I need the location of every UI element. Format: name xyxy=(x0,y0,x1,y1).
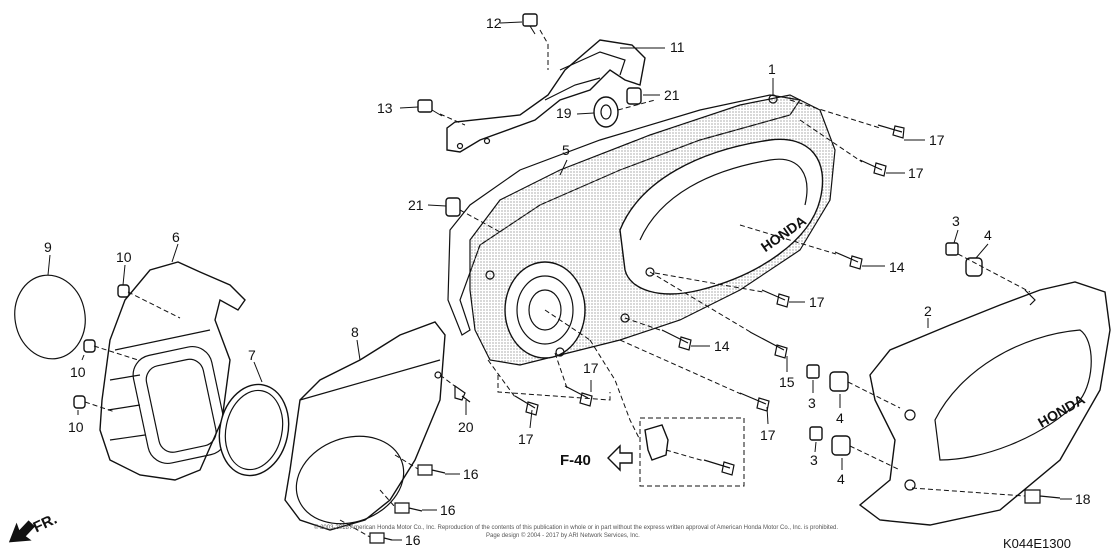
bolt-part-18[interactable] xyxy=(1024,489,1061,504)
callout-17-c[interactable]: 17 xyxy=(809,294,825,310)
grommet-part-10-a[interactable] xyxy=(117,284,130,298)
callout-3-a[interactable]: 3 xyxy=(952,213,960,229)
callout-14-a[interactable]: 14 xyxy=(889,259,905,275)
damper-part-4-b[interactable] xyxy=(829,371,849,392)
bolt-part-15[interactable] xyxy=(749,331,788,359)
callout-11[interactable]: 11 xyxy=(670,39,685,55)
f40-reference-box[interactable] xyxy=(639,417,745,487)
bolt-part-17-d[interactable] xyxy=(564,385,593,407)
collar-part-3-a[interactable] xyxy=(945,242,959,256)
damper-part-4-c[interactable] xyxy=(831,435,851,456)
collar-part-3-c[interactable] xyxy=(809,426,823,441)
copyright-line-1: © 2003-2018 American Honda Motor Co., In… xyxy=(314,524,838,531)
figure-code: K044E1300 xyxy=(1003,536,1071,551)
callout-17-d[interactable]: 17 xyxy=(583,360,599,376)
callout-6[interactable]: 6 xyxy=(172,229,180,245)
callout-17-b[interactable]: 17 xyxy=(908,165,924,181)
front-direction-arrow: FR. xyxy=(8,511,60,543)
bolt-part-17-f[interactable] xyxy=(739,392,770,412)
damper-part-4-a[interactable] xyxy=(965,257,983,277)
o-ring-part-9[interactable] xyxy=(8,270,92,365)
callout-12[interactable]: 12 xyxy=(486,15,502,31)
callout-10-b[interactable]: 10 xyxy=(70,364,86,380)
callout-17-a[interactable]: 17 xyxy=(929,132,945,148)
bolt-part-17-c[interactable] xyxy=(761,289,790,308)
bolt-part-16-b[interactable] xyxy=(394,502,423,514)
callout-3-c[interactable]: 3 xyxy=(810,452,818,468)
callout-1[interactable]: 1 xyxy=(768,61,776,77)
seal-ring-part-7[interactable] xyxy=(211,378,297,482)
air-duct-part-8[interactable] xyxy=(284,321,446,538)
callout-2[interactable]: 2 xyxy=(924,303,932,319)
bolt-part-17-b[interactable] xyxy=(859,159,887,177)
dowel-part-21-left[interactable] xyxy=(445,197,461,217)
leader-lines xyxy=(47,21,1072,541)
grommet-part-10-b[interactable] xyxy=(83,339,96,353)
bolt-part-13[interactable] xyxy=(417,99,443,117)
f40-arrow[interactable]: F-40 xyxy=(560,444,633,472)
copyright-line-2: Page design © 2004 - 2017 by ARI Network… xyxy=(486,532,640,539)
callout-8[interactable]: 8 xyxy=(351,324,359,340)
callout-16-c[interactable]: 16 xyxy=(405,532,421,548)
callout-21-left[interactable]: 21 xyxy=(408,197,424,213)
bolt-part-16-a[interactable] xyxy=(417,464,446,476)
callout-5[interactable]: 5 xyxy=(562,142,570,158)
callout-15[interactable]: 15 xyxy=(779,374,795,390)
bearing-part-19[interactable] xyxy=(593,96,619,128)
callout-9[interactable]: 9 xyxy=(44,239,52,255)
callout-4-a[interactable]: 4 xyxy=(984,227,992,243)
callout-7[interactable]: 7 xyxy=(248,347,256,363)
front-label: FR. xyxy=(31,511,60,537)
bolt-part-17-e[interactable] xyxy=(514,395,539,416)
left-crankcase-cover-part-1[interactable]: HONDA xyxy=(469,94,836,366)
bolt-part-14-b[interactable] xyxy=(661,329,692,351)
callout-13[interactable]: 13 xyxy=(377,100,393,116)
page-reference-label[interactable]: F-40 xyxy=(560,452,591,469)
callout-19[interactable]: 19 xyxy=(556,105,572,121)
callout-3-b[interactable]: 3 xyxy=(808,395,816,411)
callout-20[interactable]: 20 xyxy=(458,419,474,435)
bolt-part-16-c[interactable] xyxy=(369,532,393,544)
callout-10-a[interactable]: 10 xyxy=(116,249,132,265)
assembly-lines xyxy=(84,29,1031,538)
callout-10-c[interactable]: 10 xyxy=(68,419,84,435)
callout-4-b[interactable]: 4 xyxy=(836,410,844,426)
callouts: 12 11 13 19 21 21 1 5 17 17 14 17 14 15 … xyxy=(44,15,1091,548)
side-cover-part-2[interactable]: HONDA xyxy=(858,281,1111,526)
dowel-part-21-top[interactable] xyxy=(626,87,642,105)
fan-cover-part-6[interactable] xyxy=(99,261,246,481)
callout-16-b[interactable]: 16 xyxy=(440,502,456,518)
bolt-part-14-a[interactable] xyxy=(834,251,863,270)
callout-14-b[interactable]: 14 xyxy=(714,338,730,354)
callout-4-c[interactable]: 4 xyxy=(837,471,845,487)
callout-17-e[interactable]: 17 xyxy=(518,431,534,447)
bolt-part-17-a[interactable] xyxy=(877,124,905,139)
grommet-part-10-c[interactable] xyxy=(73,395,86,409)
callout-18[interactable]: 18 xyxy=(1075,491,1091,507)
bolt-part-20[interactable] xyxy=(454,384,471,403)
callout-21-top[interactable]: 21 xyxy=(664,87,680,103)
bolt-part-12[interactable] xyxy=(522,13,538,35)
bracket-part-11[interactable] xyxy=(446,39,646,153)
callout-17-f[interactable]: 17 xyxy=(760,427,776,443)
collar-part-3-b[interactable] xyxy=(806,364,820,379)
callout-16-a[interactable]: 16 xyxy=(463,466,479,482)
